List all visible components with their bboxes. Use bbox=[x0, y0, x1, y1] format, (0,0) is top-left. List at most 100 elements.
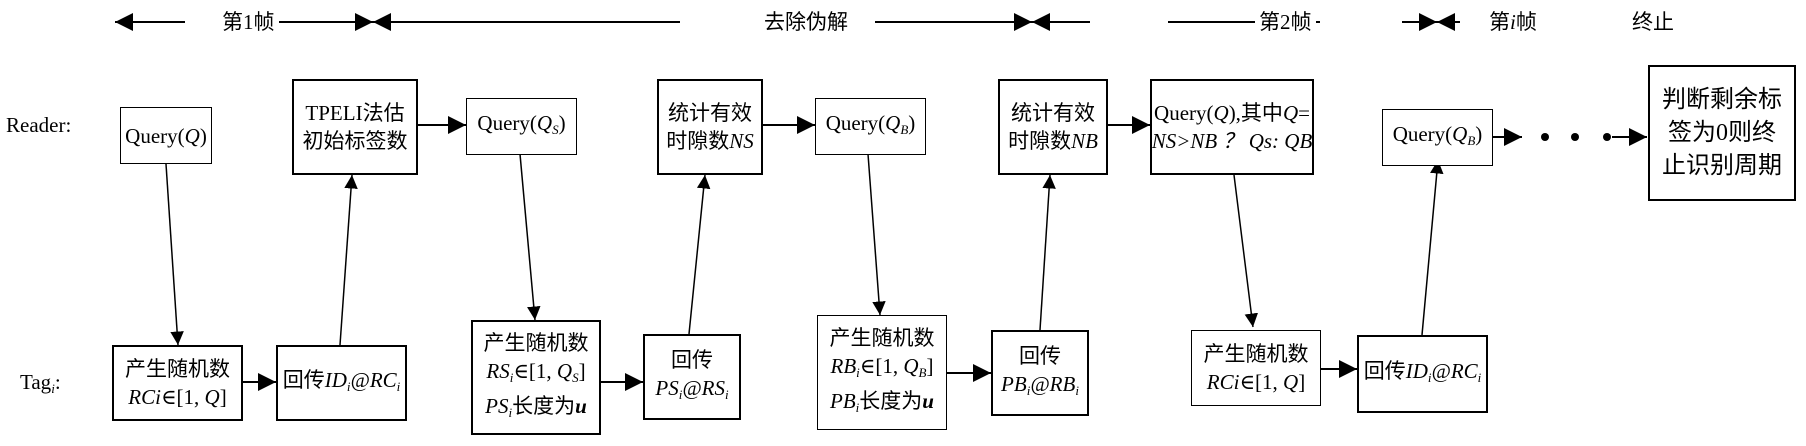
rb-q: Q bbox=[903, 353, 919, 378]
rc2-range: ∈[1, bbox=[1239, 370, 1284, 394]
ps-var2: RS bbox=[701, 375, 725, 400]
query-qb-sub: B bbox=[900, 122, 909, 137]
count-nb-line2-pre: 时隙数 bbox=[1008, 129, 1072, 153]
terminate-line3: 止识别周期 bbox=[1662, 152, 1782, 179]
rc1-q: Q bbox=[204, 385, 220, 409]
row-label-tag-sub: i bbox=[51, 381, 55, 396]
id2-sub: i bbox=[1427, 369, 1432, 385]
query-qs-sub: S bbox=[552, 122, 559, 137]
id2-pre: 回传 bbox=[1363, 358, 1406, 383]
pb-line2: PBi@RBi bbox=[1001, 370, 1079, 405]
tag-box-random-rb: 产生随机数 RBi∈[1, QB] PBi长度为u bbox=[817, 315, 947, 430]
query-q-text: Query(Q) bbox=[125, 122, 207, 150]
arrow-pb-to-nb bbox=[1039, 174, 1056, 331]
ps-line2: PSi@RSi bbox=[655, 374, 728, 409]
reader-box-query-q: Query(Q) bbox=[120, 107, 212, 164]
ps-line1: 回传 bbox=[671, 347, 713, 372]
query-q-var: Q bbox=[184, 123, 200, 148]
query-qb2-text: Query(QB) bbox=[1393, 120, 1483, 155]
phase-label-frame-i-index: i bbox=[1510, 10, 1516, 34]
reader-box-query-qb-frame-i: Query(QB) bbox=[1382, 109, 1493, 166]
rc1-line1: 产生随机数 bbox=[125, 357, 230, 381]
tag-box-random-rc-frame1: 产生随机数 RCi∈[1, Q] bbox=[112, 345, 243, 421]
ps-len-text: 长度为 bbox=[512, 393, 576, 418]
count-ns-line1: 统计有效 bbox=[668, 101, 752, 125]
id1-at: @ bbox=[350, 367, 370, 392]
query-frame2-line2: NS>NB ？ Qs: QB bbox=[1151, 129, 1313, 153]
phase-label-end: 终止 bbox=[1628, 10, 1678, 34]
query-q-post: ) bbox=[199, 123, 207, 148]
rc1-var: RCi bbox=[128, 385, 161, 409]
rc2-close: ] bbox=[1298, 370, 1306, 394]
tag-box-return-ps: 回传 PSi@RSi bbox=[643, 334, 741, 420]
tag-box-return-pb: 回传 PBi@RBi bbox=[991, 330, 1089, 416]
phase-label-frame-i-suffix: 帧 bbox=[1515, 10, 1537, 34]
query-qb-post: ) bbox=[908, 111, 916, 135]
arrow-id1-to-tpeli bbox=[339, 174, 358, 346]
query-qb-text: Query(QB) bbox=[826, 109, 916, 144]
tpeli-line1: TPELI法估 bbox=[305, 101, 405, 125]
pb-at: @ bbox=[1030, 371, 1050, 396]
query-qs-text: Query(QS) bbox=[477, 109, 565, 144]
id1-var2: RC bbox=[369, 367, 397, 392]
tag-box-random-rc-frame2: 产生随机数 RCi∈[1, Q] bbox=[1191, 330, 1321, 406]
query-qb-var: Q bbox=[885, 111, 901, 135]
rs-close: ] bbox=[578, 358, 586, 383]
count-nb-line2: 时隙数NB bbox=[1008, 127, 1098, 155]
tpeli-line2: 初始标签数 bbox=[302, 129, 408, 153]
rc2-line2: RCi∈[1, Q] bbox=[1207, 368, 1305, 396]
pb-line1: 回传 bbox=[1019, 343, 1061, 368]
rs-line3: PSi长度为u bbox=[485, 392, 587, 427]
arrow-ps-to-ns bbox=[688, 174, 711, 335]
count-ns-line2: 时隙数NS bbox=[666, 127, 754, 155]
rb-line1: 产生随机数 bbox=[829, 325, 935, 350]
ps-len-var: PS bbox=[485, 393, 509, 418]
reader-box-tpeli-estimate: TPELI法估 初始标签数 bbox=[292, 79, 418, 175]
id2-var2: RC bbox=[1450, 358, 1478, 383]
ellipsis-dot bbox=[1603, 133, 1611, 141]
rs-range: ∈[1, bbox=[513, 358, 557, 383]
ellipsis-dot bbox=[1541, 133, 1549, 141]
ps-var: PS bbox=[655, 375, 679, 400]
id2-at: @ bbox=[1431, 358, 1451, 383]
arrow-q1-to-rc1 bbox=[165, 163, 184, 346]
reader-box-terminate: 判断剩余标 签为0则终 止识别周期 bbox=[1648, 65, 1796, 201]
ps-at: @ bbox=[682, 375, 702, 400]
rb-close: ] bbox=[926, 353, 934, 378]
count-nb-line1: 统计有效 bbox=[1011, 101, 1095, 125]
query-qb2-post: ) bbox=[1475, 122, 1483, 146]
rc2-line1: 产生随机数 bbox=[1203, 342, 1309, 366]
query-qb2-sub: B bbox=[1467, 133, 1476, 148]
terminate-line1: 判断剩余标 bbox=[1662, 86, 1782, 113]
phase-label-frame-i-prefix: 第 bbox=[1489, 10, 1510, 34]
tag-box-random-rs: 产生随机数 RSi∈[1, QS] PSi长度为u bbox=[471, 320, 601, 435]
rb-range: ∈[1, bbox=[859, 353, 904, 378]
id2-sub2: i bbox=[1477, 369, 1482, 385]
count-nb-var: NB bbox=[1071, 129, 1098, 153]
count-ns-var: NS bbox=[729, 129, 754, 153]
phase-label-frame1: 第1帧 bbox=[218, 10, 279, 34]
rs-sub: i bbox=[509, 369, 514, 385]
rs-q: Q bbox=[556, 358, 573, 383]
query-frame2-mid: ),其中 bbox=[1228, 101, 1283, 125]
query-frame2-line1: Query(Q),其中Q= bbox=[1154, 99, 1310, 127]
query-qb-pre: Query( bbox=[825, 111, 886, 135]
pb-len-u: u bbox=[922, 388, 934, 413]
ellipsis-dot bbox=[1571, 133, 1579, 141]
id2-var: ID bbox=[1405, 358, 1428, 383]
pb-var: PB bbox=[1001, 371, 1027, 396]
tag-box-return-id-frame2: 回传IDi@RCi bbox=[1357, 335, 1488, 413]
ps-sub: i bbox=[678, 386, 683, 402]
pb-sub2: i bbox=[1075, 382, 1079, 398]
rc2-q: Q bbox=[1283, 370, 1299, 394]
rs-qsub: S bbox=[572, 369, 579, 385]
rb-line3: PBi长度为u bbox=[830, 387, 934, 422]
arrow-q2-to-rc2 bbox=[1233, 174, 1259, 328]
id1-pre: 回传 bbox=[282, 367, 325, 392]
row-label-tag: Tagi: bbox=[20, 370, 61, 397]
count-ns-line2-pre: 时隙数 bbox=[666, 129, 730, 153]
rs-var: RS bbox=[486, 358, 510, 383]
reader-box-query-qs: Query(QS) bbox=[466, 98, 577, 155]
reader-box-query-qb: Query(QB) bbox=[815, 98, 926, 155]
row-label-reader: Reader: bbox=[6, 113, 72, 137]
